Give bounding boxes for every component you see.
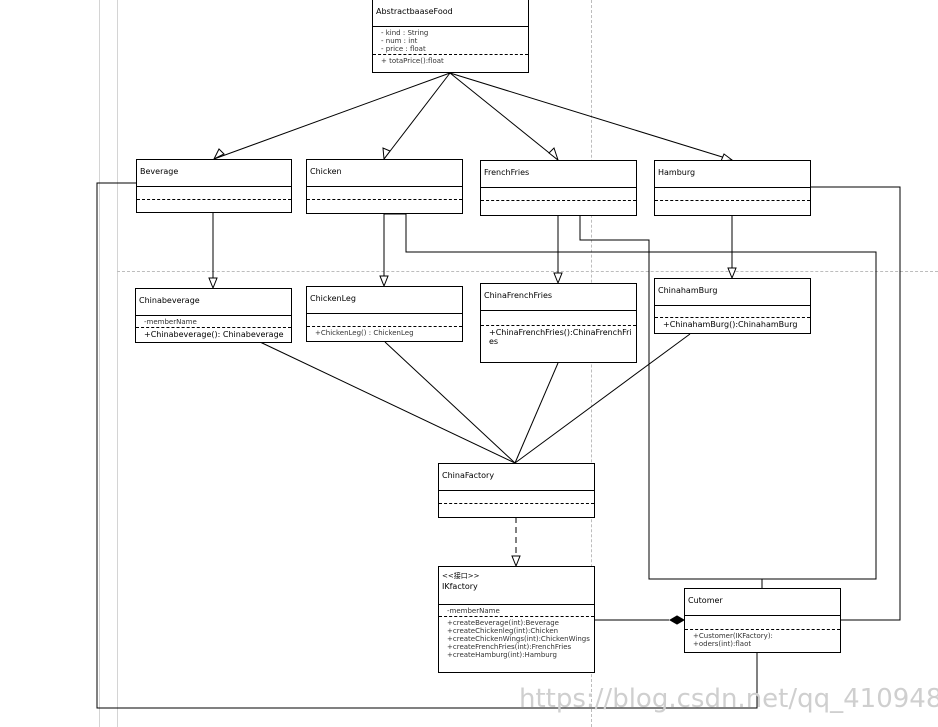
class-china-ham-burg[interactable]: ChinahamBurg +ChinahamBurg():ChinahamBur…: [654, 278, 811, 334]
guide-line: [99, 0, 100, 727]
class-chicken[interactable]: Chicken: [306, 159, 463, 214]
class-customer[interactable]: Cutomer +Customer(IKFactory): +oders(int…: [684, 588, 841, 653]
operation-list: +ChinaFrenchFries():ChinaFrenchFries: [481, 326, 636, 347]
operation-list: +ChickenLeg() : ChickenLeg: [307, 327, 462, 338]
class-name: Hamburg: [655, 161, 810, 188]
association-line: [514, 333, 691, 464]
stereotype: <<接口>>: [442, 572, 480, 580]
inheritance-arrowhead: [212, 148, 225, 161]
class-name: Chinabeverage: [136, 289, 291, 316]
attribute-list: [439, 491, 594, 504]
class-beverage[interactable]: Beverage: [136, 159, 292, 213]
operation: +createFrenchFries(int):FrenchFries: [447, 643, 572, 652]
operation-list: +Customer(IKFactory): +oders(int):flaot: [685, 630, 840, 649]
association-line: [384, 341, 516, 464]
operation-list: + totaPrice():float: [373, 55, 528, 66]
attribute-list: [655, 188, 810, 201]
guide-line: [117, 0, 118, 727]
dependency-line: [405, 214, 877, 580]
inheritance-arrowhead: [553, 272, 563, 285]
inheritance-arrowhead: [382, 147, 391, 161]
operation-list: +Chinabeverage(): Chinabeverage: [136, 328, 291, 340]
class-name: IKfactory: [442, 582, 478, 592]
inheritance-arrowhead: [548, 147, 559, 162]
class-abstract-food[interactable]: AbstractbaaseFood - kind : String - num …: [372, 0, 529, 73]
inheritance-arrowhead: [727, 267, 737, 280]
realization-arrowhead: [511, 555, 521, 568]
attribute-list: [655, 306, 810, 318]
class-name: ChinaFactory: [439, 464, 594, 491]
operation: +ChickenLeg() : ChickenLeg: [315, 329, 414, 337]
class-name: Chicken: [307, 160, 462, 187]
operation: +Customer(IKFactory):: [693, 632, 773, 640]
generalization-line: [213, 72, 451, 160]
class-name: AbstractbaaseFood: [373, 0, 528, 27]
dependency-line: [96, 182, 758, 709]
operation-list: [481, 201, 636, 209]
guide-line: [591, 0, 592, 727]
generalization-line: [383, 213, 406, 286]
operation-list: [655, 201, 810, 209]
operation-list: +ChinahamBurg():ChinahamBurg: [655, 318, 810, 330]
association-line: [514, 362, 559, 464]
attribute: -memberName: [144, 318, 197, 326]
operation: +createBeverage(int):Beverage: [447, 619, 559, 628]
class-hamburg[interactable]: Hamburg: [654, 160, 811, 216]
attribute-list: -memberName: [136, 316, 291, 329]
attribute-list: [137, 187, 291, 200]
operation: +createChickenWings(int):ChickenWings: [447, 635, 590, 644]
class-name: FrenchFries: [481, 161, 636, 188]
operation: + totaPrice():float: [381, 57, 444, 66]
class-name: ChickenLeg: [307, 287, 462, 314]
generalization-line: [449, 72, 559, 161]
attribute-list: [685, 616, 840, 630]
attribute: -memberName: [447, 607, 500, 615]
attribute-list: [481, 311, 636, 326]
class-chicken-leg[interactable]: ChickenLeg +ChickenLeg() : ChickenLeg: [306, 286, 463, 342]
operation: +ChinahamBurg():ChinahamBurg: [663, 320, 798, 329]
attribute-list: [481, 188, 636, 201]
attribute: - num : int: [381, 37, 418, 46]
class-name: Cutomer: [685, 589, 840, 616]
class-name: Beverage: [137, 160, 291, 187]
generalization-line: [383, 72, 451, 160]
attribute-list: [307, 187, 462, 200]
class-name-block: <<接口>> IKfactory: [439, 567, 594, 605]
operation: +Chinabeverage(): Chinabeverage: [144, 330, 284, 340]
inheritance-arrowhead: [379, 275, 389, 288]
operation: +oders(int):flaot: [693, 640, 752, 649]
class-china-factory[interactable]: ChinaFactory: [438, 463, 595, 518]
watermark: https://blog.csdn.net/qq_41094822: [519, 684, 938, 714]
operation-list: [137, 200, 291, 208]
association-line: [259, 341, 516, 464]
dependency-line: [810, 186, 901, 621]
class-name: ChinaFrenchFries: [481, 284, 636, 311]
attribute-list: - kind : String - num : int - price : fl…: [373, 27, 528, 56]
class-french-fries[interactable]: FrenchFries: [480, 160, 637, 216]
operation: +ChinaFrenchFries():ChinaFrenchFries: [489, 328, 632, 347]
class-china-beverage[interactable]: Chinabeverage -memberName +Chinabeverage…: [135, 288, 292, 343]
guide-line: [117, 271, 938, 272]
class-china-french-fries[interactable]: ChinaFrenchFries +ChinaFrenchFries():Chi…: [480, 283, 637, 363]
attribute-list: -memberName: [439, 605, 594, 618]
attribute-list: [307, 314, 462, 327]
inheritance-arrowhead: [208, 277, 218, 290]
operation-list: +createBeverage(int):Beverage +createChi…: [439, 617, 594, 660]
operation-list: [307, 200, 462, 208]
generalization-line: [449, 72, 733, 161]
attribute: - price : float: [381, 45, 426, 54]
operation: +createHamburg(int):Hamburg: [447, 651, 557, 660]
class-ikfactory[interactable]: <<接口>> IKfactory -memberName +createBeve…: [438, 566, 595, 673]
composition-diamond: [668, 615, 686, 625]
operation: +createChickenleg(int):Chicken: [447, 627, 559, 636]
operation-list: [439, 504, 594, 512]
class-name: ChinahamBurg: [655, 279, 810, 306]
attribute: - kind : String: [381, 29, 429, 37]
